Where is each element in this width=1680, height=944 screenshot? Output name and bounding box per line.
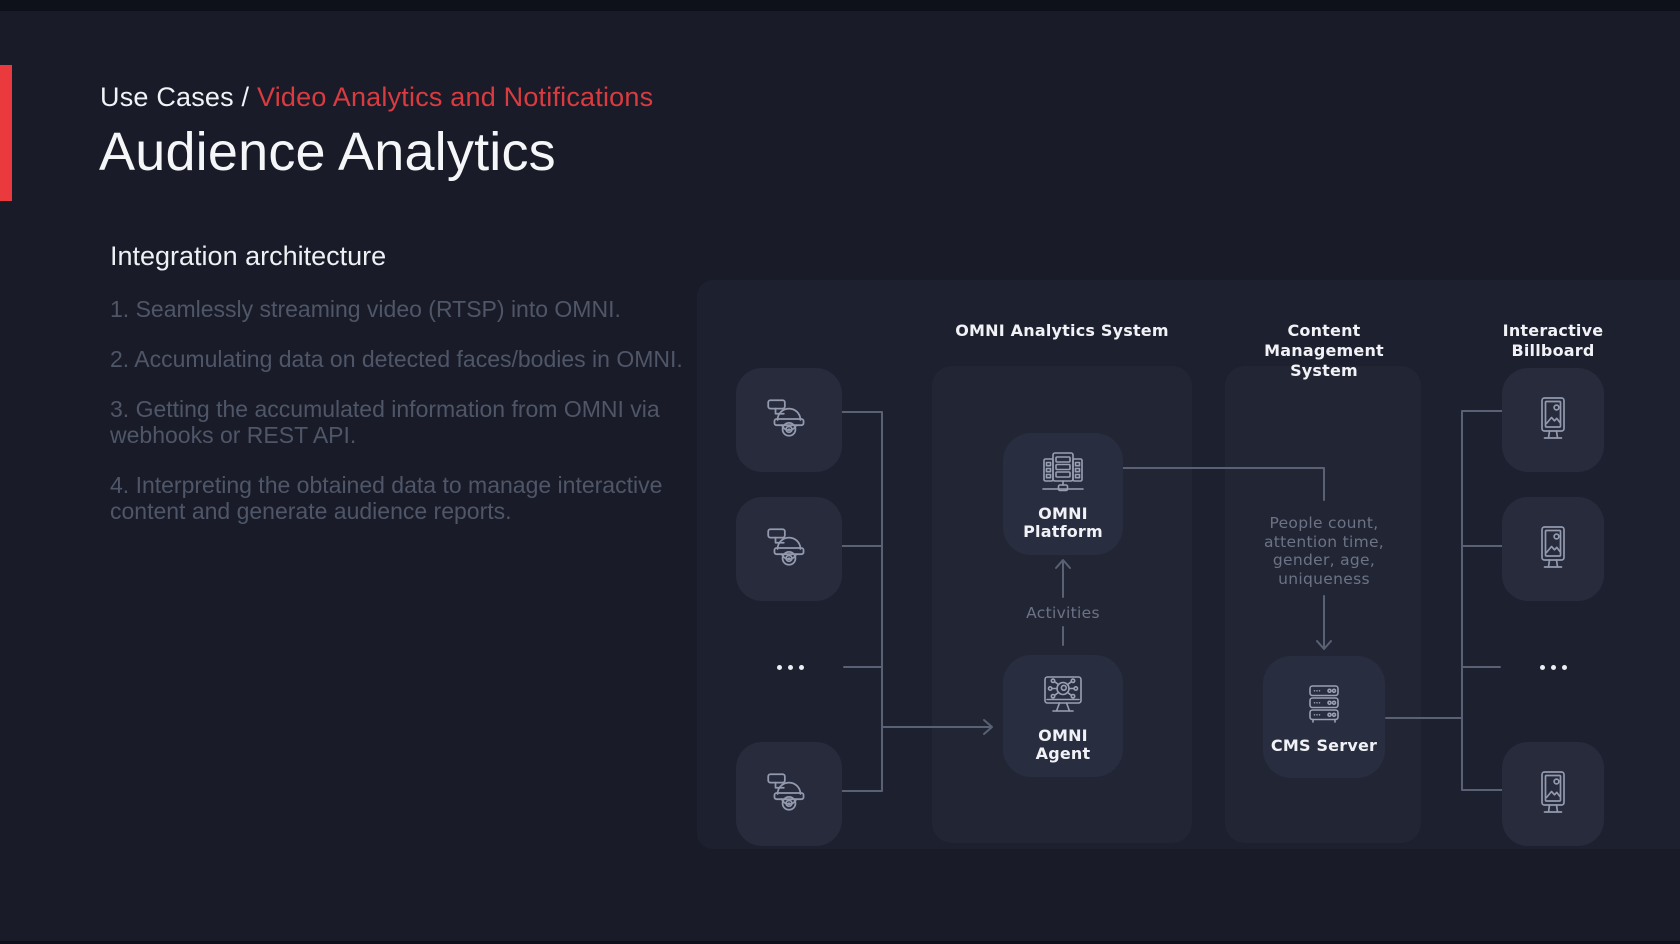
more-cameras-ellipsis xyxy=(766,659,814,675)
server-stack-icon xyxy=(1309,684,1339,723)
list-item: 3. Getting the accumulated information f… xyxy=(110,396,660,448)
accent-red-bar xyxy=(0,65,12,201)
billboard-node-1 xyxy=(1502,368,1604,472)
billboard-node-3 xyxy=(1502,742,1604,846)
digital-billboard-icon xyxy=(1541,771,1565,813)
monitor-ai-vision-icon xyxy=(1044,675,1082,712)
integration-steps-list: 1. Seamlessly streaming video (RTSP) int… xyxy=(110,296,688,548)
list-item: 4. Interpreting the obtained data to man… xyxy=(110,472,663,524)
digital-billboard-icon xyxy=(1541,526,1565,568)
camera-node-3 xyxy=(736,742,842,846)
list-item: 1. Seamlessly streaming video (RTSP) int… xyxy=(110,296,621,322)
omni-agent-node: OMNI Agent xyxy=(1003,655,1123,777)
camera-node-1 xyxy=(736,368,842,472)
breadcrumb: Use Cases / Video Analytics and Notifica… xyxy=(100,81,653,114)
list-item: 2. Accumulating data on detected faces/b… xyxy=(110,346,683,372)
dome-camera-icon xyxy=(767,773,805,811)
digital-billboard-icon xyxy=(1541,397,1565,439)
page-title: Audience Analytics xyxy=(99,122,556,182)
node-label: OMNI Platform xyxy=(1023,503,1103,541)
column-label-omni-analytics: OMNI Analytics System xyxy=(955,321,1169,340)
node-label: CMS Server xyxy=(1270,735,1378,755)
omni-platform-node: OMNI Platform xyxy=(1003,433,1123,555)
breadcrumb-separator: / xyxy=(233,82,257,112)
dome-camera-icon xyxy=(767,399,805,437)
node-label: OMNI Agent xyxy=(1035,725,1091,763)
edge-label-activities: Activities xyxy=(1026,604,1100,622)
column-label-cms: Content Management System xyxy=(1264,321,1384,380)
dome-camera-icon xyxy=(767,528,805,566)
column-label-interactive-billboard: Interactive Billboard xyxy=(1502,321,1604,360)
section-heading: Integration architecture xyxy=(110,241,387,271)
camera-node-2 xyxy=(736,497,842,601)
cms-server-node: CMS Server xyxy=(1263,656,1385,778)
breadcrumb-section[interactable]: Use Cases xyxy=(100,82,234,112)
billboard-node-2 xyxy=(1502,497,1604,601)
more-billboards-ellipsis xyxy=(1529,659,1577,675)
edge-label-cms-payload: People count, attention time, gender, ag… xyxy=(1263,514,1385,588)
server-rack-network-icon xyxy=(1042,451,1084,491)
breadcrumb-current-page[interactable]: Video Analytics and Notifications xyxy=(256,82,654,112)
